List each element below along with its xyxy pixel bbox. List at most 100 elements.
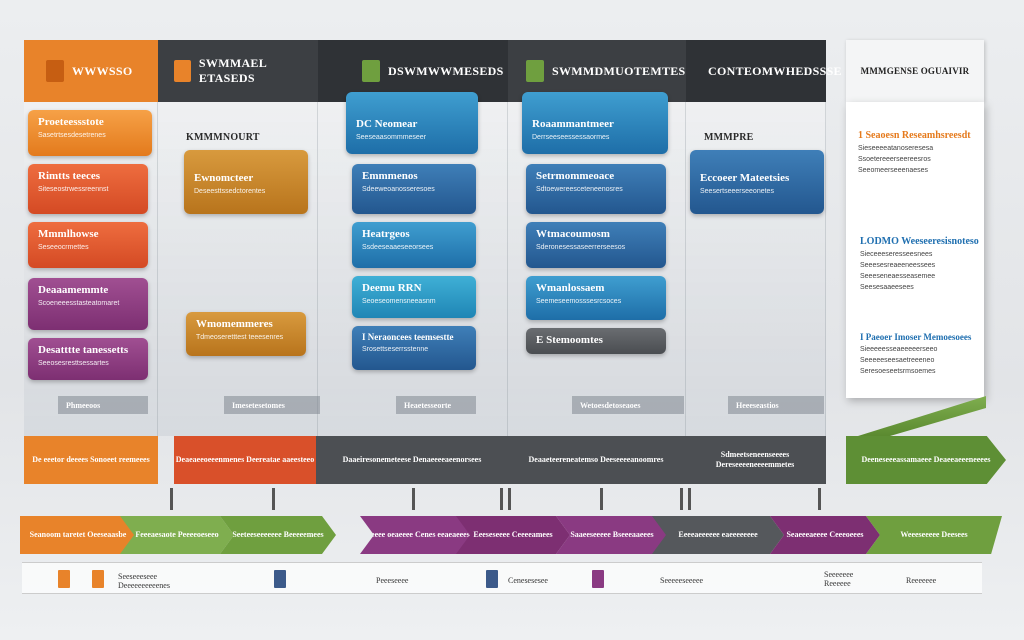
card-title: Mmmlhowse xyxy=(38,228,99,240)
col4-card-5[interactable]: E Stemoomtes xyxy=(526,328,666,354)
section-heading: LODMO Weeseeresisnoteso xyxy=(860,236,979,247)
step-4[interactable]: Beeeee oeaeeee Cenes eeaeaeees xyxy=(360,516,472,554)
step-8[interactable]: Seaeeeaeeee Ceeeoeees xyxy=(770,516,880,554)
col1-card-3[interactable]: Mmmlhowse Seseeocrmettes xyxy=(28,222,148,268)
card-sub: Sdtoewereesceteneenosres xyxy=(536,186,623,193)
tick xyxy=(508,488,511,510)
card-title: Ewnomcteer xyxy=(194,172,254,184)
header-col3: DSWMWWMESEDS xyxy=(318,40,508,102)
card-title: Deaaamemmte xyxy=(38,284,109,296)
section-line: Seeeeeseesaetreeeneo xyxy=(860,357,935,364)
col2-footer: Imesetesetomes xyxy=(224,396,320,414)
band-1: De eeetor deeees Sonoeet reemeees xyxy=(24,436,158,484)
col3-footer: Heaetesseorte xyxy=(396,396,476,414)
card-sub: Tdmeoseretttest teeesenres xyxy=(196,334,284,341)
band-4: Deaaeteereneatemso Deeseeeeanoomres xyxy=(508,436,684,484)
tick xyxy=(500,488,503,510)
col5-card-1[interactable]: Eccoeer Mateetsies Seesertseeerseeonetes xyxy=(690,150,824,214)
card-sub: Ssdeeseaaeseeorsees xyxy=(362,244,434,251)
col3-card-5[interactable]: I Neraoncees teemsestte Srosettseserrsst… xyxy=(352,326,476,370)
step-7[interactable]: Eeeeaeeeeee eaeeeeeeee xyxy=(652,516,784,554)
step-3[interactable]: Seeteeseeeeeee Beeeeemees xyxy=(220,516,336,554)
col1-card-5[interactable]: Desatttte tanessetts Seeosesresttsessart… xyxy=(28,338,148,380)
header-col5: CONTEOMWHEDSSSE xyxy=(686,40,842,102)
header-col3-title: DSWMWWMESEDS xyxy=(388,63,504,78)
footer-strip xyxy=(22,562,982,594)
section-line: Sieseeeeatanoseresesa xyxy=(858,145,934,152)
panel-col1 xyxy=(24,102,158,436)
col1-card-2[interactable]: Rimtts teeces Siteseostrwessreennst xyxy=(28,164,148,214)
col3-card-4[interactable]: Deemu RRN Seoeseomensneeasnm xyxy=(352,276,476,318)
col3-card-1[interactable]: DC Neomear Seeseaasommmeseer xyxy=(346,92,478,154)
section-heading: 1 Seaoesn Reseamhsreesdt xyxy=(858,130,971,141)
col5-footer: Heeeseastios xyxy=(728,396,824,414)
sidebar-ribbon xyxy=(858,396,986,436)
card-sub: Siteseostrwessreennst xyxy=(38,186,109,193)
step-1[interactable]: Seanoom taretet Oeeseaasbe xyxy=(20,516,136,554)
card-title: Heatrgeos xyxy=(362,228,410,240)
card-title: DC Neomear xyxy=(356,118,418,130)
band-3: Daaeiresonemeteese Denaeeeeaeenorsees xyxy=(316,436,508,484)
section-heading: I Paeoer Imoser Memoesoees xyxy=(860,332,972,342)
section-line: Seesesaaeesees xyxy=(860,284,914,291)
section-line: Seeomeerseeenaeses xyxy=(858,167,929,174)
card-title: Wmanlossaem xyxy=(536,282,605,294)
footer-label-4: Seeeeeseeeee xyxy=(660,576,704,585)
tick xyxy=(272,488,275,510)
card-sub: Scoeneeesstasteatomaret xyxy=(38,300,120,307)
col4-card-4[interactable]: Wmanlossaem Seemeseemosssesrcsoces xyxy=(526,276,666,320)
card-sub: Seseeocrmettes xyxy=(38,244,89,251)
col1-card-1[interactable]: Proeteessstote Sasetrtsesdesetrenes xyxy=(28,110,152,156)
step-6[interactable]: Saaeeseeeee Bseeeaaeees xyxy=(556,516,668,554)
doc-icon xyxy=(486,570,498,588)
card-sub: Deseesttssedctorentes xyxy=(194,188,266,195)
card-title: Emmmenos xyxy=(362,170,418,182)
col4-card-1[interactable]: Roaammantmeer Derrseeseessessaormes xyxy=(522,92,668,154)
header-col5-title: CONTEOMWHEDSSSE xyxy=(708,63,842,78)
sidebar-title: MMMGENSE OGUAIVIR xyxy=(860,66,970,76)
header-col2: SWMMAEL ETASEDS xyxy=(158,40,318,102)
step-9[interactable]: Weeeseeeee Deesees xyxy=(866,516,1002,554)
sidebar-header: MMMGENSE OGUAIVIR xyxy=(846,40,984,102)
col2-card-2[interactable]: Wmomemmeres Tdmeoseretttest teeesenres xyxy=(186,312,306,356)
section-line: Sieeeeesseaeeeeerseeo xyxy=(860,346,938,353)
section-line: Sieceeeseresseesnees xyxy=(860,251,933,258)
col1-card-4[interactable]: Deaaamemmte Scoeneeesstasteatomaret xyxy=(28,278,148,330)
tick xyxy=(412,488,415,510)
col3-card-3[interactable]: Heatrgeos Ssdeeseaaeseeorsees xyxy=(352,222,476,268)
header-col4-title: SWMMDMUOTEMTES xyxy=(552,63,686,78)
sidebar-section-3: I Paeoer Imoser Memoesoees Sieeeeesseaee… xyxy=(860,332,980,375)
footer-label-2: Peeeseeee xyxy=(376,576,409,585)
card-title: Desatttte tanessetts xyxy=(38,344,129,356)
col4-card-2[interactable]: Setrmommeoace Sdtoewereesceteneenosres xyxy=(526,164,666,214)
step-5[interactable]: Eeeseseeee Ceeeeamees xyxy=(456,516,570,554)
tick xyxy=(680,488,683,510)
folder-icon xyxy=(46,60,64,82)
tick xyxy=(170,488,173,510)
header-col2-title: SWMMAEL ETASEDS xyxy=(198,56,267,85)
band-2: Deaeaeeoeeenmenes Deereatae aaeesteeo xyxy=(174,436,316,484)
card-sub: Sasetrtsesdesetrenes xyxy=(38,132,106,139)
doc-icon xyxy=(274,570,286,588)
step-2[interactable]: Feeeaesaote Peeeeoeseeo xyxy=(120,516,234,554)
col2-card-1[interactable]: Ewnomcteer Deseesttssedctorentes xyxy=(184,150,308,214)
col5-header: MMMPRE xyxy=(704,132,754,143)
card-title: Rimtts teeces xyxy=(38,170,100,182)
card-sub: Seemeseemosssesrcsoces xyxy=(536,298,622,305)
card-title: Wmomemmeres xyxy=(196,318,273,330)
chart-icon xyxy=(174,60,191,82)
col4-footer: Wetoesdetoseaoes xyxy=(572,396,684,414)
card-title: Wtmacoumosm xyxy=(536,228,610,240)
card-title: Proeteessstote xyxy=(38,116,104,128)
sidebar-panel: 1 Seaoesn Reseamhsreesdt Sieseeeeatanose… xyxy=(846,102,984,398)
header-col1: WWWSSO xyxy=(24,40,158,102)
card-title: Eccoeer Mateetsies xyxy=(700,172,790,184)
col4-card-3[interactable]: Wtmacoumosm Sderonesessaseerrerseesos xyxy=(526,222,666,268)
col3-card-2[interactable]: Emmmenos Sdeeweoanosseresoes xyxy=(352,164,476,214)
card-sub: Seeseaasommmeseer xyxy=(356,134,427,141)
col2-header: KMMMNOURT xyxy=(186,132,260,143)
doc-icon xyxy=(592,570,604,588)
doc-icon xyxy=(58,570,70,588)
footer-label-6: Reeeeeee xyxy=(906,576,937,585)
card-title: E Stemoomtes xyxy=(536,334,603,346)
